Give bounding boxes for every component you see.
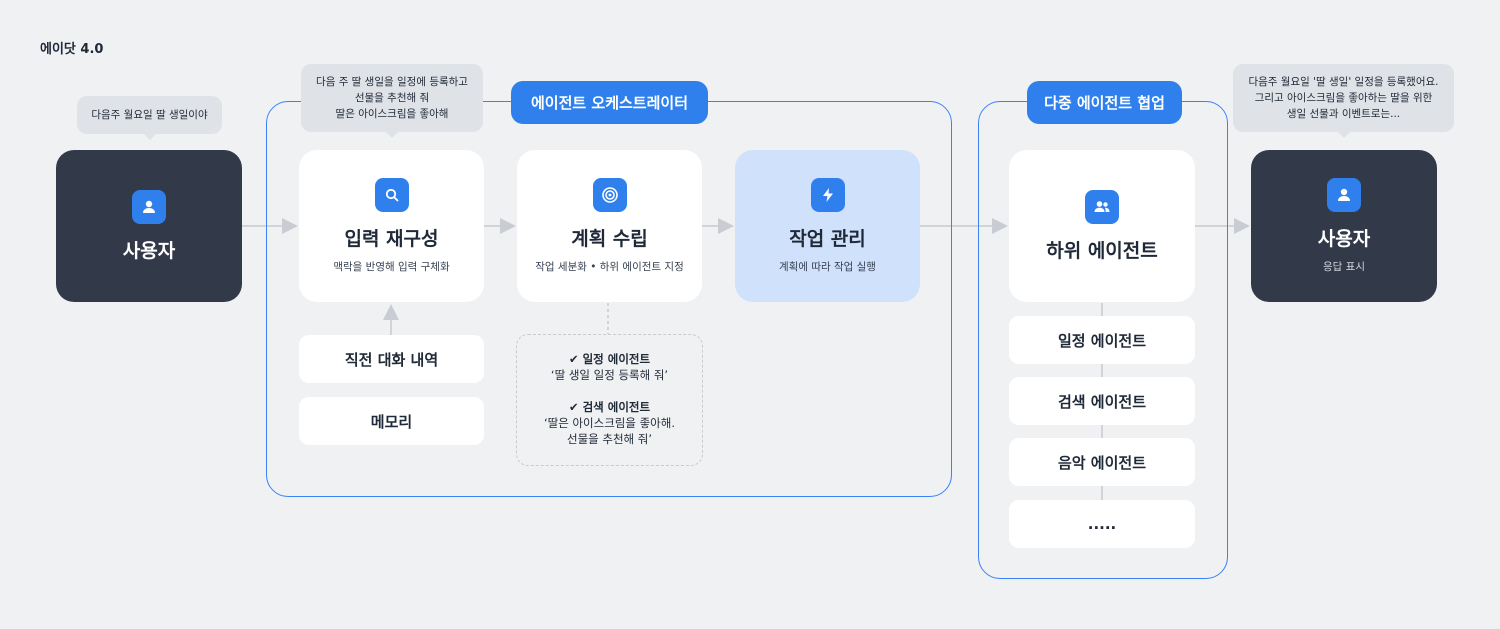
user-icon bbox=[1327, 178, 1361, 212]
planning-card: 계획 수립 작업 세분화 • 하위 에이전트 지정 bbox=[517, 150, 702, 302]
orchestrator-bubble: 다음 주 딸 생일을 일정에 등록하고 선물을 추천해 줘 딸은 아이스크림을 … bbox=[301, 64, 483, 138]
plan-detail-item1-title: ✔ 일정 에이전트 bbox=[568, 352, 651, 366]
input-rewrite-title: 입력 재구성 bbox=[344, 228, 439, 250]
user-input-title: 사용자 bbox=[122, 239, 176, 262]
orchestrator-label: 에이전트 오케스트레이터 bbox=[511, 81, 708, 124]
user-input-bubble: 다음주 월요일 딸 생일이야 bbox=[77, 96, 222, 140]
task-management-sub: 계획에 따라 작업 실행 bbox=[779, 261, 876, 273]
page-title: 에이닷 4.0 bbox=[40, 42, 104, 57]
multi-agent-label: 다중 에이전트 협업 bbox=[1027, 81, 1182, 124]
user-input-bubble-text: 다음주 월요일 딸 생일이야 bbox=[91, 109, 208, 121]
user-icon bbox=[132, 189, 166, 224]
sub-agent-card: 하위 에이전트 bbox=[1009, 150, 1195, 302]
sub-agent-title: 하위 에이전트 bbox=[1046, 239, 1158, 262]
user-output-sub: 응답 표시 bbox=[1323, 261, 1365, 273]
user-input-card: 사용자 bbox=[56, 150, 242, 302]
planning-title: 계획 수립 bbox=[571, 228, 648, 250]
task-management-card: 작업 관리 계획에 따라 작업 실행 bbox=[735, 150, 920, 302]
input-rewrite-card: 입력 재구성 맥락을 반영해 입력 구체화 bbox=[299, 150, 484, 302]
user-output-bubble: 다음주 월요일 '딸 생일' 일정을 등록했어요. 그리고 아이스크림을 좋아하… bbox=[1233, 64, 1454, 138]
plan-detail-box: ✔ 일정 에이전트 ‘딸 생일 일정 등록해 줘’ ✔ 검색 에이전트 ‘딸은 … bbox=[516, 334, 703, 466]
user-output-title: 사용자 bbox=[1317, 228, 1371, 250]
orchestrator-bubble-line-2: 선물을 추천해 줘 bbox=[354, 92, 430, 104]
task-management-title: 작업 관리 bbox=[789, 228, 866, 250]
orchestrator-bubble-line-1: 다음 주 딸 생일을 일정에 등록하고 bbox=[316, 76, 468, 88]
target-icon bbox=[592, 178, 627, 212]
planning-sub: 작업 세분화 • 하위 에이전트 지정 bbox=[535, 261, 684, 273]
plan-detail-item2-text-2: 선물을 추천해 줘’ bbox=[566, 432, 653, 446]
input-rewrite-sub: 맥락을 반영해 입력 구체화 bbox=[333, 261, 450, 273]
recent-chat-card: 직전 대화 내역 bbox=[299, 335, 484, 383]
search-icon bbox=[374, 178, 409, 212]
search-agent-card: 검색 에이전트 bbox=[1009, 377, 1195, 425]
orchestrator-bubble-line-3: 딸은 아이스크림을 좋아해 bbox=[335, 108, 449, 120]
more-agents-card: ..... bbox=[1009, 500, 1195, 548]
users-icon bbox=[1085, 189, 1119, 224]
user-output-card: 사용자 응답 표시 bbox=[1251, 150, 1437, 302]
memory-card: 메모리 bbox=[299, 397, 484, 445]
schedule-agent-card: 일정 에이전트 bbox=[1009, 316, 1195, 364]
plan-detail-item1-text: ‘딸 생일 일정 등록해 줘’ bbox=[550, 368, 669, 382]
plan-detail-item2-title: ✔ 검색 에이전트 bbox=[568, 400, 651, 414]
user-output-bubble-line-2: 그리고 아이스크림을 좋아하는 딸을 위한 bbox=[1254, 92, 1433, 104]
user-output-bubble-line-1: 다음주 월요일 '딸 생일' 일정을 등록했어요. bbox=[1248, 76, 1439, 88]
lightning-icon bbox=[810, 178, 845, 212]
plan-detail-item2-text-1: ‘딸은 아이스크림을 좋아해. bbox=[543, 416, 675, 430]
music-agent-card: 음악 에이전트 bbox=[1009, 438, 1195, 486]
user-output-bubble-line-3: 생일 선물과 이벤트로는... bbox=[1286, 108, 1401, 120]
